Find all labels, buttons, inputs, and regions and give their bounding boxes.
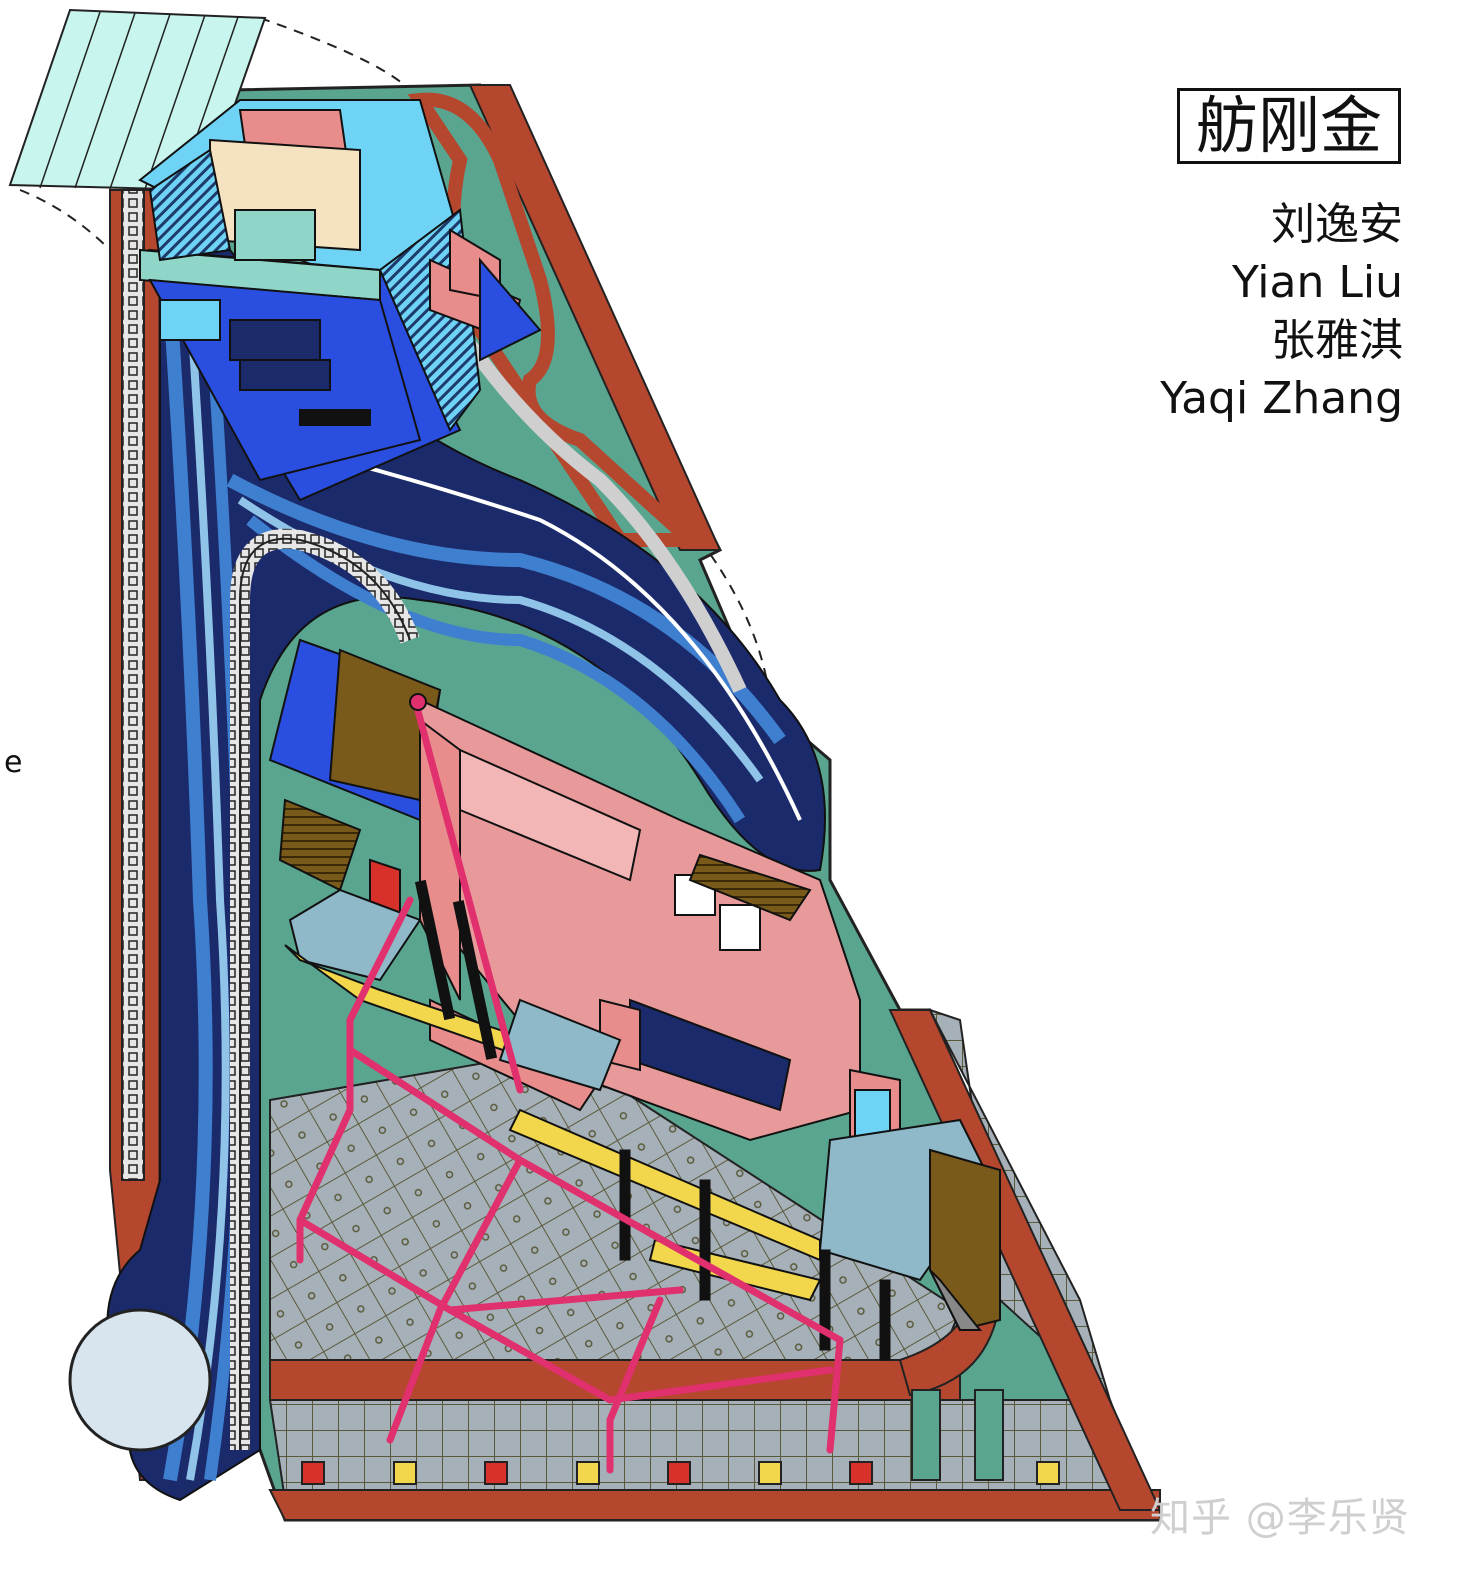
author-1-en: Yian Liu bbox=[1232, 257, 1403, 308]
left-wall-rail bbox=[121, 189, 145, 1181]
author-2-en: Yaqi Zhang bbox=[1160, 373, 1403, 424]
railing-river-edge bbox=[454, 326, 747, 693]
floor-tiles bbox=[301, 1461, 1060, 1485]
author-1-cn: 刘逸安 bbox=[1271, 199, 1403, 250]
walkways bbox=[284, 888, 1001, 1332]
bottom-brick-edge bbox=[268, 1489, 1161, 1521]
dashed-arc-top bbox=[259, 17, 411, 91]
author-2-cn: 张雅淇 bbox=[1271, 315, 1403, 366]
magenta-pipes bbox=[296, 696, 844, 1474]
credits: 刘逸安 Yian Liu 张雅淇 Yaqi Zhang bbox=[1160, 196, 1403, 428]
dashed-arc-right bbox=[699, 539, 771, 701]
stray-letter: e bbox=[4, 745, 23, 780]
river bbox=[106, 249, 826, 1502]
plaza-brick-band bbox=[269, 1359, 961, 1401]
dashed-arc-left bbox=[19, 189, 111, 251]
columns bbox=[414, 879, 891, 1361]
river-pool-bottom bbox=[68, 1308, 212, 1452]
door-panel-1 bbox=[911, 1389, 941, 1481]
door-panel-2 bbox=[974, 1389, 1004, 1481]
watermark: 知乎 @李乐贤 bbox=[1150, 1495, 1410, 1541]
project-title: 舫刚金 bbox=[1177, 88, 1401, 164]
blue-tower bbox=[138, 99, 542, 502]
right-brick-border bbox=[468, 84, 722, 551]
